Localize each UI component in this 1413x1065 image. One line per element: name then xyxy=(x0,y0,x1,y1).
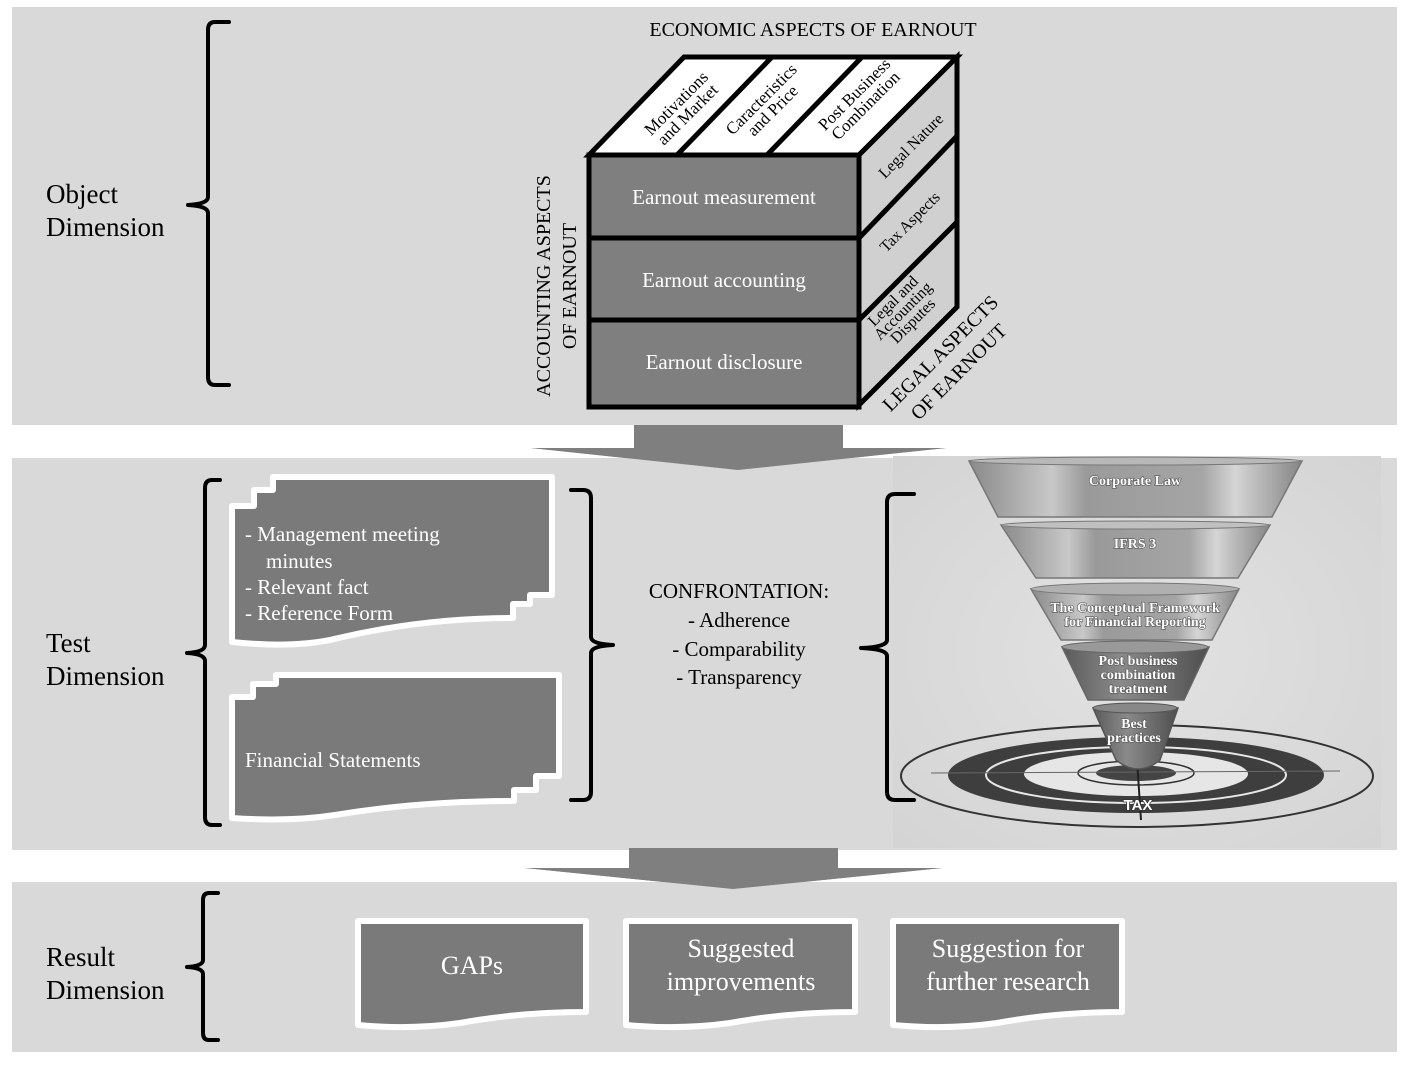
test-dimension-panel: Test Dimension - Management meeting minu… xyxy=(12,448,1397,850)
accounting-aspects-title: OF EARNOUT xyxy=(559,223,581,349)
source-line: - Reference Form xyxy=(245,601,393,625)
funnel-opening-brace xyxy=(859,492,916,802)
result-label: Suggestion for xyxy=(932,934,1085,963)
cube-top-divider xyxy=(765,55,864,157)
funnel-layer-label: for Financial Reporting xyxy=(1064,615,1205,630)
result-dimension-label-line1: Result xyxy=(46,942,116,972)
funnel-layer-label: combination xyxy=(1101,668,1176,683)
object-dimension-panel: Object Dimension ECONOMIC ASPECTS OF EAR… xyxy=(12,7,1397,425)
document-shape xyxy=(229,672,562,823)
test-dimension-label-line2: Dimension xyxy=(46,661,165,691)
confrontation-title: CONFRONTATION: xyxy=(649,579,829,603)
result-dimension-panel: Result Dimension GAPs Suggested improvem… xyxy=(12,868,1397,1052)
confrontation-block: CONFRONTATION: - Adherence - Comparabili… xyxy=(649,579,829,689)
front-row-label: Earnout disclosure xyxy=(646,350,803,374)
object-dimension-label-line2: Dimension xyxy=(46,212,165,242)
earnout-cube: ECONOMIC ASPECTS OF EARNOUT Earnout meas… xyxy=(533,19,1012,425)
source-line: Financial Statements xyxy=(245,748,421,772)
target-label: TAX xyxy=(1124,797,1153,814)
document-shape xyxy=(623,918,858,1031)
down-arrow-overlap xyxy=(531,448,946,470)
object-dimension-label-line1: Object xyxy=(46,179,118,209)
object-dimension-brace xyxy=(186,20,231,387)
document-shape xyxy=(355,918,589,1031)
source-line: - Relevant fact xyxy=(245,575,369,599)
confrontation-item: - Transparency xyxy=(676,665,802,689)
funnel-layer-label: practices xyxy=(1107,731,1161,746)
confrontation-item: - Comparability xyxy=(672,637,806,661)
cube-side-divider xyxy=(857,134,959,240)
accounting-aspects-title: ACCOUNTING ASPECTS xyxy=(533,175,555,397)
result-label: improvements xyxy=(667,967,816,996)
funnel-layer: The Conceptual Framework for Financial R… xyxy=(1029,582,1241,641)
result-label: GAPs xyxy=(441,951,503,980)
source-line: - Management meeting xyxy=(245,522,440,546)
result-further-research: Suggestion for further research xyxy=(890,918,1125,1031)
funnel-layer-label: treatment xyxy=(1109,682,1168,697)
source-line: minutes xyxy=(266,549,333,573)
funnel-layer-label: Post business xyxy=(1099,654,1179,669)
funnel-layer-label: The Conceptual Framework xyxy=(1050,601,1220,616)
document-shape xyxy=(890,918,1125,1031)
regulatory-funnel: Corporate Law IFRS 3 The Conceptual Fram… xyxy=(893,456,1381,848)
front-row-label: Earnout accounting xyxy=(642,268,806,292)
document-shape xyxy=(229,474,555,648)
economic-aspects-title: ECONOMIC ASPECTS OF EARNOUT xyxy=(649,19,976,41)
result-dimension-brace xyxy=(185,891,220,1042)
funnel-layer: Corporate Law xyxy=(967,456,1304,518)
result-label: Suggested xyxy=(688,934,795,963)
confrontation-item: - Adherence xyxy=(688,608,790,632)
sources-closing-brace xyxy=(569,488,615,802)
cube-front-face xyxy=(586,152,862,410)
test-dimension-label-line1: Test xyxy=(46,628,91,658)
result-gaps: GAPs xyxy=(355,918,589,1031)
result-suggested-improvements: Suggested improvements xyxy=(623,918,858,1031)
down-arrow-overlap xyxy=(525,868,942,889)
funnel-layer: Post business combination treatment xyxy=(1060,640,1211,701)
funnel-layer: Best practices xyxy=(1091,702,1180,770)
result-dimension-label-line2: Dimension xyxy=(46,975,165,1005)
source-document-management: - Management meeting minutes - Relevant … xyxy=(229,474,555,648)
funnel-layer-label: IFRS 3 xyxy=(1114,537,1156,552)
funnel-layer: IFRS 3 xyxy=(999,520,1272,579)
test-dimension-brace xyxy=(185,478,222,827)
funnel-layer-label: Corporate Law xyxy=(1089,474,1182,489)
front-row-label: Earnout measurement xyxy=(632,185,816,209)
source-document-financial-statements: Financial Statements xyxy=(229,672,562,823)
funnel-layer-label: Best xyxy=(1121,717,1147,732)
result-label: further research xyxy=(926,967,1090,996)
cube-side-divider xyxy=(857,220,959,322)
target-icon xyxy=(900,724,1374,828)
cube-top-divider xyxy=(675,55,774,157)
